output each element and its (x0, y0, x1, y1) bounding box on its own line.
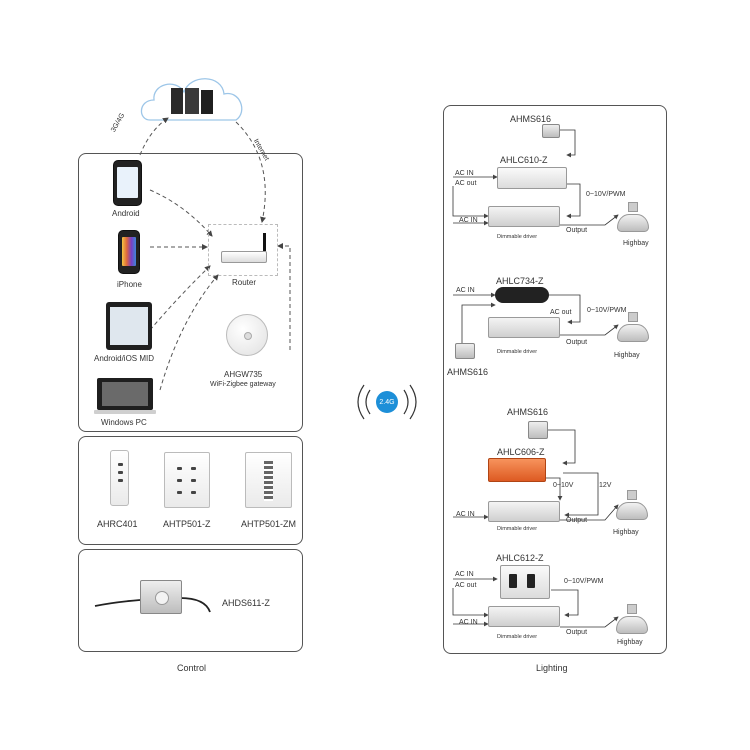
highbay-lamp-1 (615, 202, 651, 236)
driver-3 (488, 501, 560, 522)
laptop-icon (94, 378, 157, 416)
scene3-signal: 0~10V (553, 482, 574, 489)
scene2-output: Output (566, 339, 588, 346)
scene1-output: Output (566, 227, 588, 234)
controller-ahlc612-z (500, 565, 550, 599)
scene2-ac-out: AC out (550, 309, 572, 316)
scene2-controller-label: AHLC734-Z (496, 276, 544, 286)
scene3-controller-label: AHLC606-Z (497, 447, 545, 457)
router-icon (208, 224, 278, 276)
sensor-ahms616-2 (455, 343, 475, 359)
driver-1 (488, 206, 560, 227)
scene4-output: Output (566, 629, 588, 636)
driver-2 (488, 317, 560, 338)
panel-ahtp501-z (164, 452, 210, 508)
scene2-lamp-label: Highbay (614, 352, 640, 359)
scene3-driver-label: Dimmable driver (497, 526, 538, 532)
android-phone-icon (113, 160, 142, 206)
sensor-ahms616-3 (528, 421, 548, 439)
driver-4 (488, 606, 560, 627)
scene1-ac-in-top: AC IN (455, 170, 474, 177)
scene2-driver-label: Dimmable driver (497, 349, 538, 355)
scene4-ac-in-top: AC IN (455, 571, 474, 578)
label-3g4g: 3G/4G (110, 112, 127, 134)
label-ahtp501-z: AHTP501-Z (163, 519, 211, 529)
sensor-ahms616-1 (542, 124, 560, 138)
lighting-footer: Lighting (536, 663, 568, 673)
label-android-ios-mid: Android/iOS MID (94, 354, 155, 363)
remote-ahrc401 (110, 450, 129, 506)
scene1-signal: 0~10V/PWM (586, 191, 626, 198)
scene3-supply: 12V (599, 482, 612, 489)
scene4-ac-out: AC out (455, 582, 477, 589)
controller-ahlc734-z (495, 287, 549, 303)
scene2-signal: 0~10V/PWM (587, 307, 627, 314)
scene1-ac-in-bottom: AC IN (459, 217, 478, 224)
label-ahds611-z: AHDS611-Z (222, 598, 270, 608)
iphone-icon (118, 230, 140, 274)
scene4-lamp-label: Highbay (617, 639, 643, 646)
scene2-ac-in-top: AC IN (456, 287, 475, 294)
label-gateway-model: AHGW735 (224, 370, 263, 379)
gateway-icon (226, 314, 268, 356)
wireless-badge: 2.4G (376, 391, 398, 413)
scene1-driver-label: Dimmable driver (497, 234, 538, 240)
label-router: Router (232, 278, 257, 287)
control-footer: Control (177, 663, 207, 673)
scene4-signal: 0~10V/PWM (564, 578, 604, 585)
server-icon (171, 88, 215, 114)
scene4-ac-in-bottom: AC IN (459, 619, 478, 626)
controller-ahlc610-z (497, 167, 567, 189)
scene2-sensor-label: AHMS616 (447, 367, 489, 377)
label-ahrc401: AHRC401 (97, 519, 138, 529)
label-gateway-desc: WiFi-Zigbee gateway (210, 381, 276, 388)
sensor-ahds611-z (140, 580, 182, 614)
highbay-lamp-2 (615, 312, 651, 346)
scene4-driver-label: Dimmable driver (497, 634, 538, 640)
controller-ahlc606-z (488, 458, 546, 482)
label-windows-pc: Windows PC (101, 418, 147, 427)
scene4-controller-label: AHLC612-Z (496, 553, 544, 563)
highbay-lamp-4 (614, 604, 650, 638)
scene1-lamp-label: Highbay (623, 240, 649, 247)
tablet-icon (106, 302, 152, 350)
scene3-sensor-label: AHMS616 (507, 407, 549, 417)
scene1-sensor-label: AHMS616 (510, 114, 552, 124)
scene3-lamp-label: Highbay (613, 529, 639, 536)
highbay-lamp-3 (614, 490, 650, 524)
scene3-output: Output (566, 517, 588, 524)
scene1-controller-label: AHLC610-Z (500, 155, 548, 165)
panel-ahtp501-zm (245, 452, 292, 508)
scene1-ac-out: AC out (455, 180, 477, 187)
scene3-ac-in-bottom: AC IN (456, 511, 475, 518)
label-android: Android (112, 209, 140, 218)
label-ahtp501-zm: AHTP501-ZM (241, 519, 297, 529)
label-iphone: iPhone (117, 280, 142, 289)
